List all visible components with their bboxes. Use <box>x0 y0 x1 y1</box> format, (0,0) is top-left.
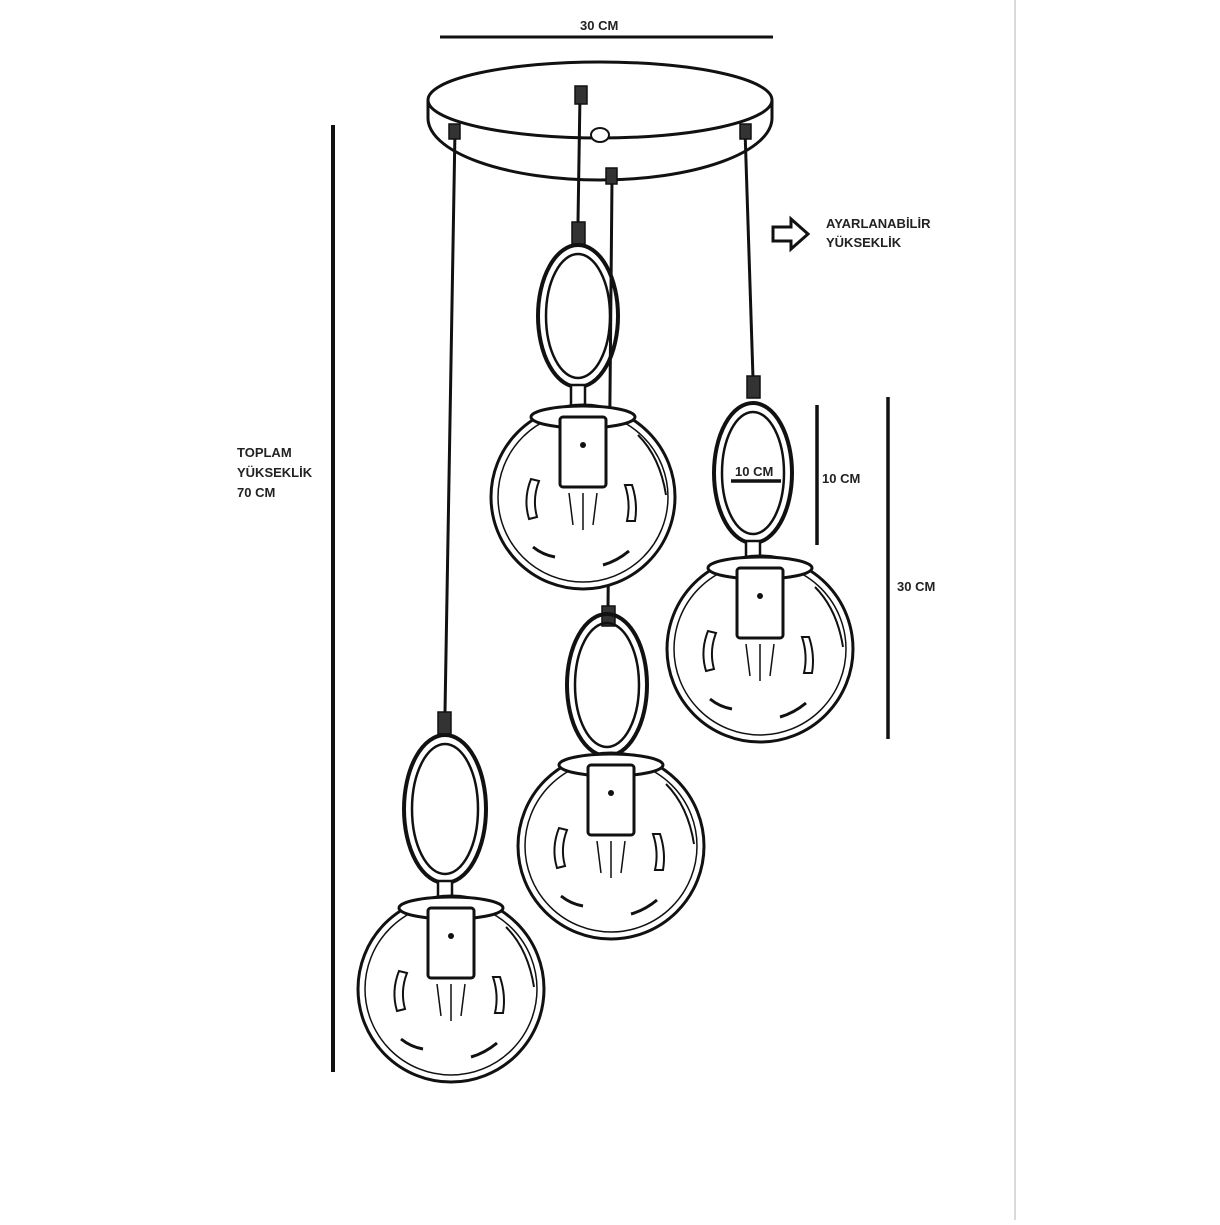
bulb-filament <box>568 492 598 530</box>
socket-screw <box>448 933 454 939</box>
pendant-left <box>356 733 546 1084</box>
width-dimension-label: 30 CM <box>580 18 619 33</box>
glass-bottom-marks <box>709 697 807 719</box>
total-height-label-line3: 70 CM <box>237 485 276 500</box>
ring-inner <box>410 742 480 876</box>
glass-edge-highlight <box>637 434 667 496</box>
pendant-top-center <box>489 243 677 591</box>
bulb-filament <box>436 983 466 1021</box>
ring-outer <box>402 733 488 885</box>
glass-reflection-left <box>702 629 718 673</box>
glass-reflection-right <box>623 484 637 522</box>
glass-reflection-right <box>491 976 505 1014</box>
bulb-socket <box>735 566 785 640</box>
ring-height-label: 10 CM <box>822 471 861 486</box>
cord-connectors <box>437 85 761 735</box>
ring-outer <box>536 243 620 389</box>
socket-screw <box>580 442 586 448</box>
glass-reflection-left <box>553 826 569 870</box>
adjustable-height-label-line2: YÜKSEKLİK <box>826 235 902 250</box>
bulb-filament <box>596 840 626 878</box>
glass-bottom-marks <box>560 894 658 916</box>
bulb-socket <box>426 906 476 980</box>
pendant-height-label: 30 CM <box>897 579 936 594</box>
bulb-socket <box>558 415 608 489</box>
bulb-socket <box>586 763 636 837</box>
adjustable-height-label-line1: AYARLANABİLİR <box>826 216 931 231</box>
glass-bottom-marks <box>400 1037 498 1059</box>
total-height-label-line2: YÜKSEKLİK <box>237 465 313 480</box>
glass-edge-highlight <box>505 926 535 988</box>
glass-edge-highlight <box>665 783 695 845</box>
glass-reflection-right <box>800 636 814 674</box>
glass-bottom-marks <box>532 545 630 567</box>
ring-inner <box>720 410 786 536</box>
ring-width-label: 10 CM <box>735 464 774 479</box>
glass-edge-highlight <box>814 586 844 648</box>
bulb-filament <box>745 643 775 681</box>
ring-outer <box>565 612 649 758</box>
pendant-right <box>665 401 855 744</box>
ceiling-canopy <box>426 60 774 182</box>
glass-reflection-right <box>651 833 665 871</box>
glass-reflection-left <box>525 477 541 521</box>
socket-screw <box>757 593 763 599</box>
glass-reflection-left <box>393 969 409 1013</box>
right-arrow-icon <box>771 215 811 253</box>
ring-inner <box>544 252 612 380</box>
ring-inner <box>573 621 641 749</box>
socket-screw <box>608 790 614 796</box>
pendants-group <box>356 243 855 1084</box>
total-height-label-line1: TOPLAM <box>237 445 292 460</box>
pendant-middle <box>516 612 706 941</box>
